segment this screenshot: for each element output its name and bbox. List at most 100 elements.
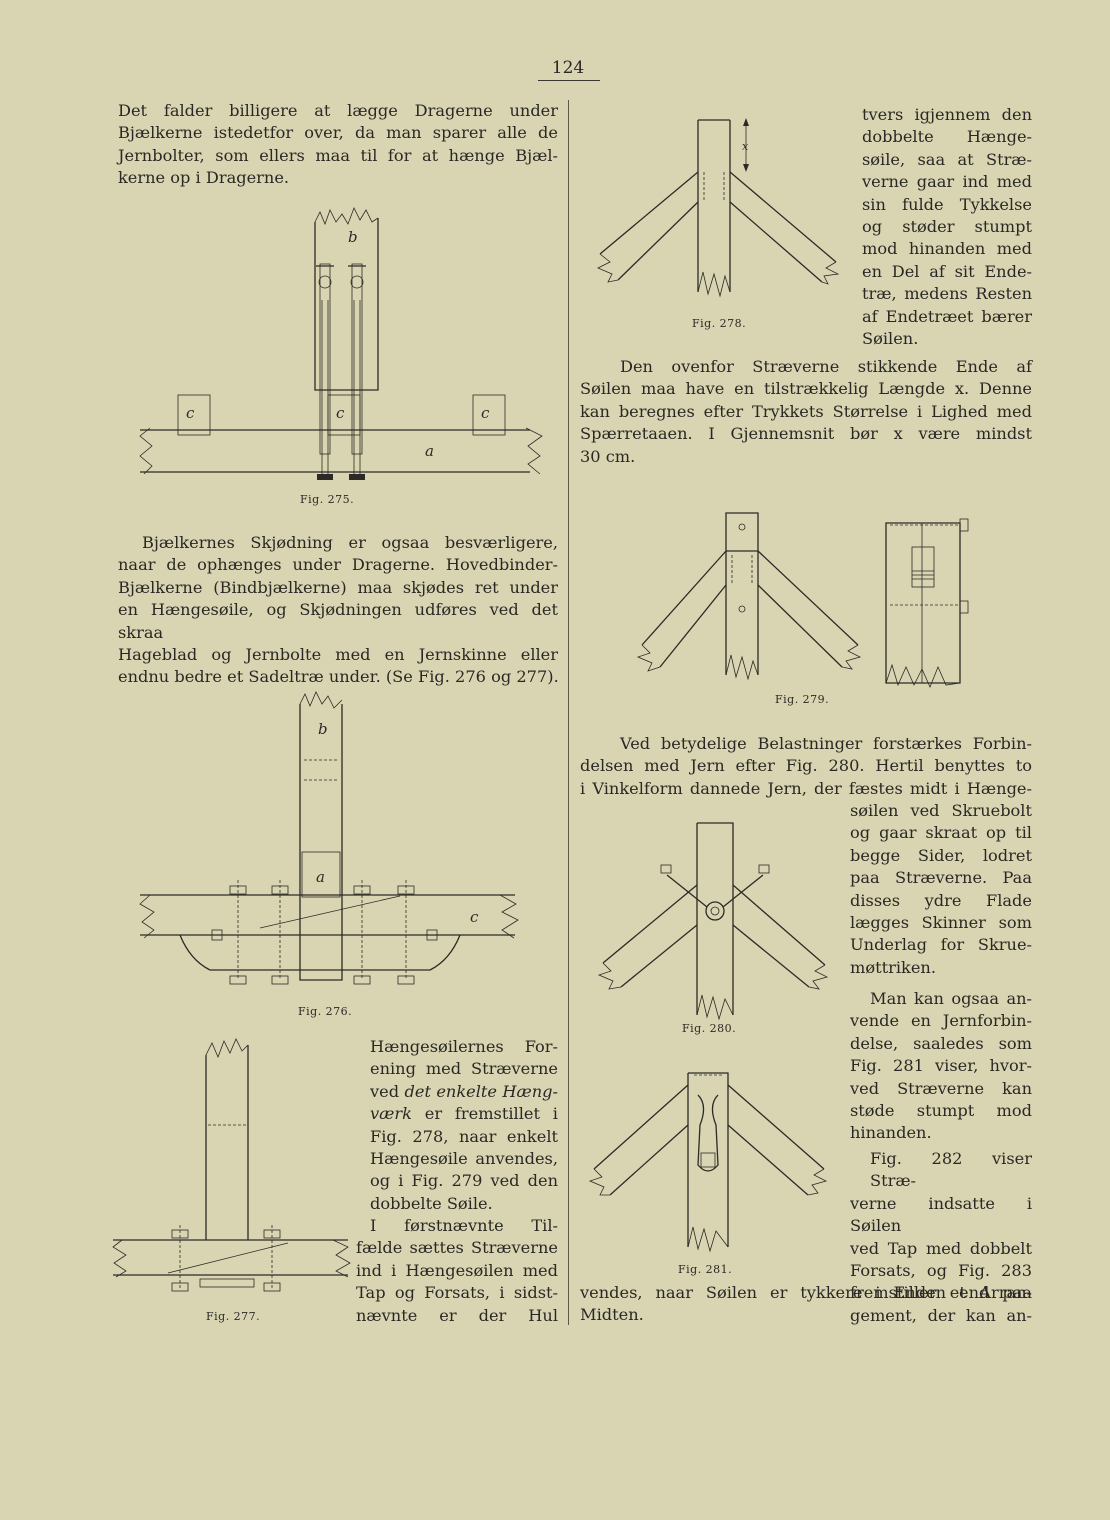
figure-label-a: a (425, 442, 434, 460)
text-line: Søilen. (862, 329, 919, 349)
figure-label-x: x (742, 140, 749, 153)
column-divider (568, 100, 569, 1325)
figure-label-a: a (316, 868, 325, 886)
figure-280-caption: Fig. 280. (682, 1022, 737, 1035)
left-paragraph-1: Det falder billigere at lægge Dragerne u… (118, 100, 558, 190)
text-line: Det falder billigere at lægge Dragerne u… (118, 101, 558, 120)
text-line: Spærretaaen. I Gjennemsnit bør x være mi… (580, 424, 1032, 444)
figure-label-c: c (186, 404, 195, 422)
right-paragraph-3-cont: søilen ved Skruebolt og gaar skraat op t… (850, 800, 1032, 979)
text-line: Ved betydelige Belastninger forstærkes F… (620, 734, 1032, 753)
left-paragraph-2: Bjælkernes Skjødning er ogsaa besværlige… (118, 532, 559, 689)
text-line: Tap og Forsats, i sidst- (356, 1283, 558, 1303)
text-line: hinanden. (850, 1123, 932, 1143)
text-line: Jernbolter, som ellers maa til for at hæ… (118, 145, 558, 165)
text-line: dobbelte Hænge- (862, 127, 1032, 147)
left-paragraph-4: I førstnævnte Til- fælde sættes Strævern… (356, 1215, 558, 1327)
figure-275-caption: Fig. 275. (300, 493, 355, 506)
figure-label-c: c (470, 908, 479, 926)
text-line: Bjælkernes Skjødning er ogsaa besværlige… (142, 533, 558, 552)
text-line: Hængesøile anvendes, (370, 1149, 558, 1169)
text-line: delsen med Jern efter Fig. 280. Hertil b… (580, 756, 1032, 776)
text-line: lægges Skinner som (850, 913, 1032, 933)
figure-label-c: c (481, 404, 490, 422)
text-line: ening med Stræverne (370, 1059, 558, 1079)
figure-278-caption: Fig. 278. (692, 317, 747, 330)
text-line: kerne op i Dragerne. (118, 168, 290, 188)
text-line: verne indsatte i Søilen (850, 1193, 1032, 1236)
text-line: vendes, naar Søilen er tykkere i Enden e… (580, 1283, 1032, 1302)
text-line: sin fulde Tykkelse (862, 194, 1032, 214)
text-line: Midten. (580, 1305, 644, 1325)
right-paragraph-3: Ved betydelige Belastninger forstærkes F… (580, 733, 1032, 800)
text-line: i Vinkelform dannede Jern, der fæstes mi… (580, 778, 1032, 798)
text-line: kan beregnes efter Trykkets Størrelse i … (580, 401, 1032, 421)
text-line: Man kan ogsaa an- (870, 989, 1032, 1008)
text-line: Den ovenfor Stræverne stikkende Ende af (620, 357, 1032, 376)
left-paragraph-3: Hængesøilernes For- ening med Stræverne … (370, 1036, 558, 1215)
text-line: Fig. 282 viser Stræ- (870, 1149, 1032, 1191)
text-line: værk er fremstillet i (370, 1104, 558, 1124)
text-line: 30 cm. (580, 446, 636, 466)
figure-277-drawing (112, 1038, 351, 1292)
right-paragraph-2: Den ovenfor Stræverne stikkende Ende af … (580, 356, 1032, 468)
right-paragraph-1: tvers igjennem den dobbelte Hænge- søile… (862, 104, 1032, 350)
figure-275-drawing: b c c c a (139, 207, 543, 480)
text-line: Underlag for Skrue- (850, 935, 1032, 955)
text-line: støde stumpt mod (850, 1101, 1032, 1121)
figure-label-b: b (318, 720, 328, 738)
figure-281-drawing (588, 1072, 828, 1253)
figure-279-drawing (636, 512, 969, 689)
text-line: fælde sættes Stræverne (356, 1238, 558, 1258)
text-line: nævnte er der Hul (356, 1305, 558, 1325)
text-line: Fig. 281 viser, hvor- (850, 1056, 1032, 1076)
text-line: ind i Hængesøilen med (356, 1260, 558, 1280)
text-line: møttriken. (850, 957, 936, 977)
figure-278-drawing: x (597, 118, 840, 298)
text-line: og gaar skraat op til (850, 823, 1032, 843)
text-line: gement, der kan an- (850, 1305, 1032, 1325)
figure-label-b: b (348, 228, 358, 246)
text-line: en Hængesøile, og Skjødningen udføres ve… (118, 600, 558, 642)
text-line: verne gaar ind med (862, 172, 1032, 192)
text-line: I førstnævnte Til- (370, 1216, 558, 1235)
text-line: en Del af sit Ende- (862, 261, 1032, 281)
text-line: fremstiller et Arran- (850, 1283, 1032, 1303)
figure-277-caption: Fig. 277. (206, 1310, 261, 1323)
text-line: delse, saaledes som (850, 1033, 1032, 1053)
text-line: Bjælkerne (Bindbjælkerne) maa skjødes re… (118, 577, 558, 597)
page-number: 124 (551, 58, 585, 78)
text-line: vende en Jernforbin- (850, 1011, 1032, 1031)
text-line: og i Fig. 279 ved den (370, 1171, 558, 1191)
text-line: endnu bedre et Sadeltræ under. (Se Fig. … (118, 667, 559, 687)
text-line: ved Tap med dobbelt (850, 1238, 1032, 1258)
text-line: dobbelte Søile. (370, 1193, 493, 1213)
text-line: paa Stræverne. Paa (850, 868, 1032, 888)
figure-label-c: c (336, 404, 345, 422)
figure-281-caption: Fig. 281. (678, 1263, 733, 1276)
text-line: Bjælkerne istedetfor over, da man sparer… (118, 123, 558, 143)
text-line: mod hinanden med (862, 239, 1032, 259)
text-line: Fig. 278, naar enkelt (370, 1126, 558, 1146)
text-line: naar de ophænges under Dragerne. Hovedbi… (118, 555, 558, 575)
text-line: og støder stumpt (862, 217, 1032, 237)
right-paragraph-5: Fig. 282 viser Stræ- verne indsatte i Sø… (850, 1148, 1032, 1327)
text-line: af Endetræet bærer (862, 306, 1032, 326)
text-line: Hageblad og Jernbolte med en Jernskinne … (118, 645, 558, 665)
text-line: disses ydre Flade (850, 890, 1032, 910)
text-line: træ, medens Resten (862, 284, 1032, 304)
right-paragraph-6: vendes, naar Søilen er tykkere i Enden e… (580, 1282, 1032, 1327)
text-line: ved Stræverne kan (850, 1078, 1032, 1098)
figure-279-caption: Fig. 279. (775, 693, 830, 706)
text-line: tvers igjennem den (862, 105, 1032, 124)
page-number-rule (538, 80, 600, 81)
figure-280-drawing (597, 822, 829, 1021)
figure-276-caption: Fig. 276. (298, 1005, 353, 1018)
text-line: begge Sider, lodret (850, 845, 1032, 865)
text-line: ved det enkelte Hæng- (370, 1081, 558, 1101)
right-paragraph-4: Man kan ogsaa an- vende en Jernforbin- d… (850, 988, 1032, 1145)
text-line: Søilen maa have en tilstrækkelig Længde … (580, 379, 1032, 399)
figure-276-drawing: b a c (139, 691, 519, 985)
text-line: Forsats, og Fig. 283 (850, 1261, 1032, 1281)
